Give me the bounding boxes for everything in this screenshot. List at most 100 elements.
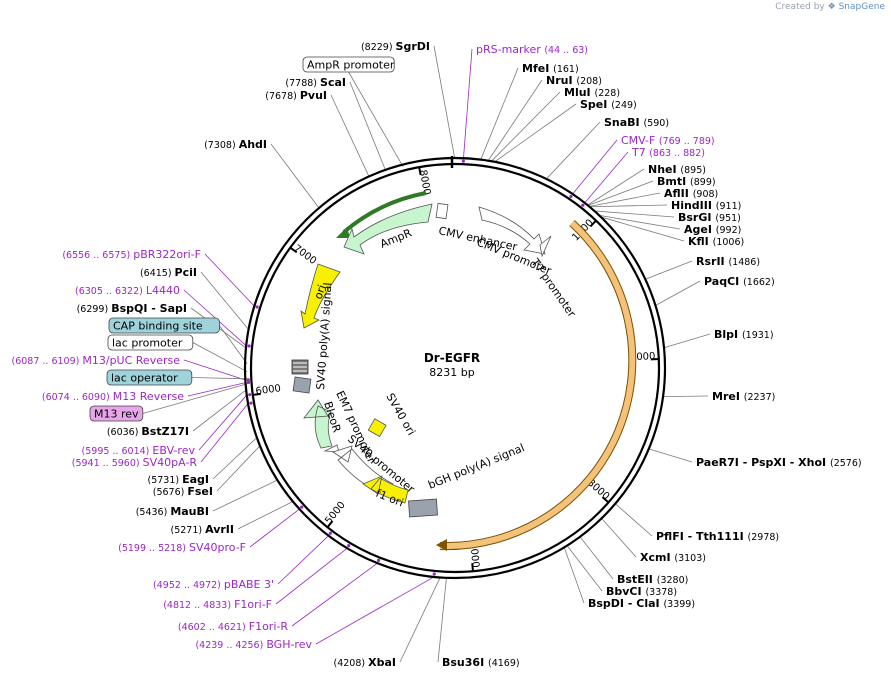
f1ori-r-label[interactable]: (4602 .. 4621) F1ori-R — [178, 620, 288, 633]
m13-reverse-leader — [187, 382, 246, 397]
prs-marker-leader — [463, 48, 473, 159]
ebv-rev-position: (5995 .. 6014) — [82, 446, 153, 457]
bspdi-label[interactable]: BspDI - ClaI (3399) — [588, 597, 695, 610]
hindiii-label[interactable]: HindIII (911) — [671, 199, 741, 212]
nrui-position: (208) — [576, 76, 602, 87]
bsrgi-label[interactable]: BsrGI (951) — [678, 211, 741, 224]
pbr322ori-f-name: pBR322ori-F — [133, 248, 201, 261]
pflfi-leader — [615, 503, 653, 537]
pbabe3-name: pBABE 3' — [224, 578, 274, 591]
plasmid-name: Dr-EGFR — [424, 351, 480, 365]
paqci-label[interactable]: PaqCI (1662) — [704, 275, 775, 288]
cmv-f-site-mark — [569, 194, 573, 199]
m13-reverse-label[interactable]: (6074 .. 6090) M13 Reverse — [42, 390, 184, 403]
nhei-label[interactable]: NheI (895) — [648, 163, 706, 176]
bstz17i-leader — [192, 389, 247, 432]
f1ori-r-position: (4602 .. 4621) — [178, 622, 249, 633]
f1ori-r-name: F1ori-R — [249, 620, 289, 633]
sgrdi-leader — [433, 45, 456, 159]
rsrii-label[interactable]: RsrII (1486) — [696, 255, 760, 268]
paer7i-name: PaeR7I - PspXI - XhoI — [696, 456, 830, 469]
sv40pro-f-leader — [249, 508, 300, 548]
mrei-label[interactable]: MreI (2237) — [712, 390, 775, 403]
pbabe3-leader — [277, 535, 329, 585]
bsteii-label[interactable]: BstEII (3280) — [617, 573, 688, 586]
snabi-label[interactable]: SnaBI (590) — [604, 116, 669, 129]
pflfi-label[interactable]: PflFI - Tth111I (2978) — [656, 530, 779, 543]
mrei-position: (2237) — [744, 392, 776, 403]
pcii-label[interactable]: (6415) PciI — [140, 266, 197, 279]
bleor-feature — [303, 399, 333, 449]
blpi-label[interactable]: BlpI (1931) — [714, 328, 774, 341]
xbai-label[interactable]: (4208) XbaI — [334, 656, 396, 669]
bbvci-label[interactable]: BbvCI (3378) — [606, 585, 677, 598]
maubi-label[interactable]: (5436) MauBI — [136, 505, 209, 518]
lac-operator-label: lac operator — [111, 372, 178, 385]
ampr-promoter-box[interactable] — [302, 56, 395, 73]
sv40pro-f-site-mark — [300, 505, 304, 509]
fsei-label[interactable]: (5676) FseI — [153, 485, 213, 498]
kfli-label[interactable]: KflI (1006) — [688, 235, 744, 248]
bsteii-leader — [579, 536, 614, 580]
bgh-rev-label[interactable]: (4239 .. 4256) BGH-rev — [195, 638, 312, 651]
snabi-name: SnaBI — [604, 116, 643, 129]
mfei-label[interactable]: MfeI (161) — [522, 62, 579, 75]
nrui-label[interactable]: NruI (208) — [546, 74, 602, 87]
mlui-leader — [491, 91, 561, 162]
cmv-f-leader — [572, 139, 618, 195]
m13-rev-feature-box[interactable] — [89, 405, 144, 422]
xbai-position: (4208) — [334, 658, 369, 669]
aflii-label[interactable]: AflII (908) — [664, 187, 718, 200]
eagi-label[interactable]: (5731) EagI — [147, 473, 209, 486]
ebv-rev-label[interactable]: (5995 .. 6014) EBV-rev — [82, 444, 196, 457]
sgrdi-label[interactable]: (8229) SgrDI — [361, 40, 430, 53]
pbabe3-label[interactable]: (4952 .. 4972) pBABE 3' — [153, 578, 274, 591]
ori-label: ori — [312, 283, 329, 301]
prs-marker-label[interactable]: pRS-marker (44 .. 63) — [476, 43, 588, 56]
paer7i-label[interactable]: PaeR7I - PspXI - XhoI (2576) — [696, 456, 862, 469]
hindiii-position: (911) — [716, 201, 742, 212]
pbr322ori-f-site-mark — [255, 305, 259, 309]
mfei-leader — [480, 67, 519, 160]
agei-label[interactable]: AgeI (992) — [684, 223, 741, 236]
bsu36i-label[interactable]: Bsu36I (4169) — [442, 656, 520, 669]
rsrii-leader — [645, 260, 693, 280]
nhei-position: (895) — [680, 165, 706, 176]
spei-label[interactable]: SpeI (249) — [580, 98, 637, 111]
bmti-label[interactable]: BmtI (899) — [657, 175, 716, 188]
sv40pa-r-label[interactable]: (5941 .. 5960) SV40pA-R — [72, 456, 198, 469]
t7-label[interactable]: T7 (863 .. 882) — [631, 146, 705, 159]
plasmid-length: 8231 bp — [429, 366, 474, 379]
sv40pro-f-label[interactable]: (5199 .. 5218) SV40pro-F — [118, 541, 246, 554]
sv40pa-r-name: SV40pA-R — [143, 456, 198, 469]
scai-label[interactable]: (7788) ScaI — [285, 76, 346, 89]
lac-operator-box[interactable] — [106, 369, 193, 386]
f1ori-f-label[interactable]: (4812 .. 4833) F1ori-F — [163, 598, 272, 611]
prs-marker-name: pRS-marker — [476, 43, 544, 56]
pvui-label[interactable]: (7678) PvuI — [265, 89, 327, 102]
pflfi-position: (2978) — [748, 532, 780, 543]
m13-reverse-site-mark — [246, 380, 251, 385]
bbvci-leader — [566, 545, 603, 592]
nhei-leader — [587, 168, 645, 206]
m13puc-rev-label[interactable]: (6087 .. 6109) M13/pUC Reverse — [12, 354, 181, 367]
blpi-name: BlpI — [714, 328, 742, 341]
bsu36i-leader — [437, 577, 447, 663]
avrii-name: AvrII — [205, 523, 234, 536]
xcmi-label[interactable]: XcmI (3103) — [640, 551, 706, 564]
bspqi-label[interactable]: (6299) BspQI - SapI — [77, 302, 187, 315]
lac-block — [292, 376, 312, 394]
ahdi-label[interactable]: (7308) AhdI — [204, 138, 267, 151]
sgrdi-position: (8229) — [361, 42, 396, 53]
lac-promoter-box[interactable] — [107, 334, 194, 351]
l4440-label[interactable]: (6305 .. 6322) L4440 — [75, 284, 180, 297]
cmv-f-label[interactable]: CMV-F (769 .. 789) — [621, 134, 715, 147]
bsrgi-name: BsrGI — [678, 211, 715, 224]
cap-site-box[interactable] — [108, 317, 220, 334]
sv40pa-r-leader — [200, 403, 249, 463]
mlui-label[interactable]: MluI (228) — [564, 86, 620, 99]
snabi-position: (590) — [643, 118, 669, 129]
avrii-label[interactable]: (5271) AvrII — [170, 523, 234, 536]
pbr322ori-f-label[interactable]: (6556 .. 6575) pBR322ori-F — [62, 248, 201, 261]
bstz17i-label[interactable]: (6036) BstZ17I — [107, 425, 189, 438]
